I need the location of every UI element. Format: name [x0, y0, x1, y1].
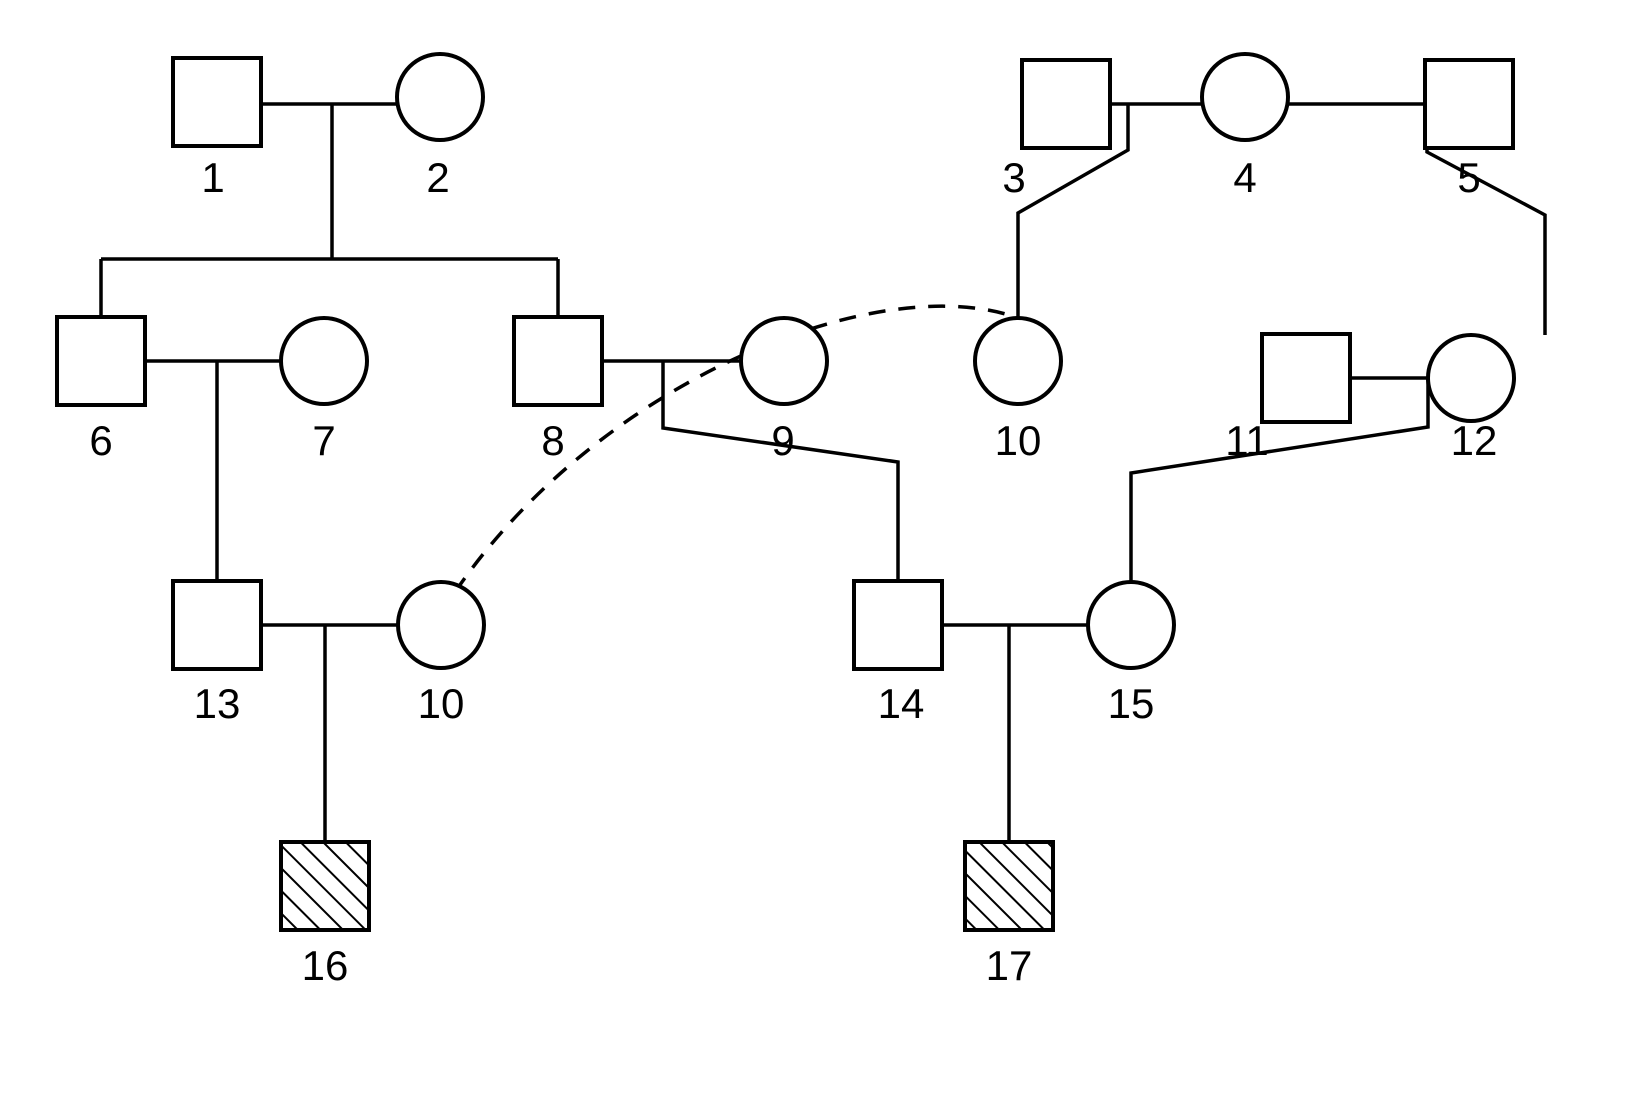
individual-label: 14: [878, 680, 925, 727]
female-circle-symbol[interactable]: [1086, 580, 1176, 670]
individual-label: 16: [302, 942, 349, 989]
individual-label: 10: [418, 680, 465, 727]
individual-7[interactable]: 7: [279, 316, 369, 464]
individual-17[interactable]: 17: [963, 840, 1055, 989]
individual-10-lower[interactable]: 10: [396, 580, 486, 727]
individual-6[interactable]: 6: [55, 315, 147, 464]
individual-8[interactable]: 8: [512, 315, 604, 464]
female-circle-symbol[interactable]: [1426, 333, 1516, 423]
female-circle-symbol[interactable]: [396, 580, 486, 670]
male-square-symbol[interactable]: [1423, 58, 1515, 150]
affected-male-square-symbol[interactable]: [279, 840, 371, 932]
individual-label: 7: [312, 417, 335, 464]
female-circle-symbol[interactable]: [279, 316, 369, 406]
male-square-symbol[interactable]: [1260, 332, 1352, 424]
female-circle-symbol[interactable]: [739, 316, 829, 406]
same-individual-dashed-arc: [453, 304, 1019, 593]
individual-label: 13: [194, 680, 241, 727]
female-circle-symbol[interactable]: [973, 316, 1063, 406]
individual-label: 4: [1233, 154, 1256, 201]
male-square-symbol[interactable]: [852, 579, 944, 671]
generation-1-connections: [99, 102, 1547, 335]
descent-line-3-4-to-10: [1016, 104, 1130, 318]
individual-label: 6: [89, 417, 112, 464]
individual-label: 8: [541, 417, 564, 464]
individual-label: 1: [201, 154, 224, 201]
female-circle-symbol[interactable]: [395, 52, 485, 142]
individual-label: 12: [1451, 417, 1498, 464]
male-square-symbol[interactable]: [512, 315, 604, 407]
individual-label: 17: [986, 942, 1033, 989]
symbols-layer: 1 2 3 4 5 6: [55, 52, 1516, 989]
individual-label: 3: [1002, 154, 1025, 201]
individual-13[interactable]: 13: [171, 579, 263, 727]
generation-3-connections: [261, 623, 1131, 842]
individual-1[interactable]: 1: [171, 56, 263, 201]
individual-label: 5: [1457, 154, 1480, 201]
individual-label: 10: [995, 417, 1042, 464]
individual-16[interactable]: 16: [279, 840, 371, 989]
individual-9[interactable]: 9: [739, 316, 829, 464]
male-square-symbol[interactable]: [55, 315, 147, 407]
individual-5[interactable]: 5: [1423, 58, 1515, 201]
male-square-symbol[interactable]: [171, 56, 263, 148]
individual-15[interactable]: 15: [1086, 580, 1176, 727]
individual-14[interactable]: 14: [852, 579, 944, 727]
affected-male-square-symbol[interactable]: [963, 840, 1055, 932]
male-square-symbol[interactable]: [1020, 58, 1112, 150]
identity-link-group: [453, 304, 1019, 593]
male-square-symbol[interactable]: [171, 579, 263, 671]
individual-11[interactable]: 11: [1225, 332, 1352, 464]
individual-3[interactable]: 3: [1002, 58, 1112, 201]
individual-label: 15: [1108, 680, 1155, 727]
individual-12[interactable]: 12: [1426, 333, 1516, 464]
individual-label: 9: [771, 417, 794, 464]
descent-line-8-9-to-14: [661, 361, 900, 581]
female-circle-symbol[interactable]: [1200, 52, 1290, 142]
individual-2[interactable]: 2: [395, 52, 485, 201]
individual-label: 11: [1225, 417, 1269, 464]
individual-4[interactable]: 4: [1200, 52, 1290, 201]
individual-10-upper[interactable]: 10: [973, 316, 1063, 464]
individual-label: 2: [426, 154, 449, 201]
descent-line-11-12-to-15: [1129, 378, 1430, 581]
